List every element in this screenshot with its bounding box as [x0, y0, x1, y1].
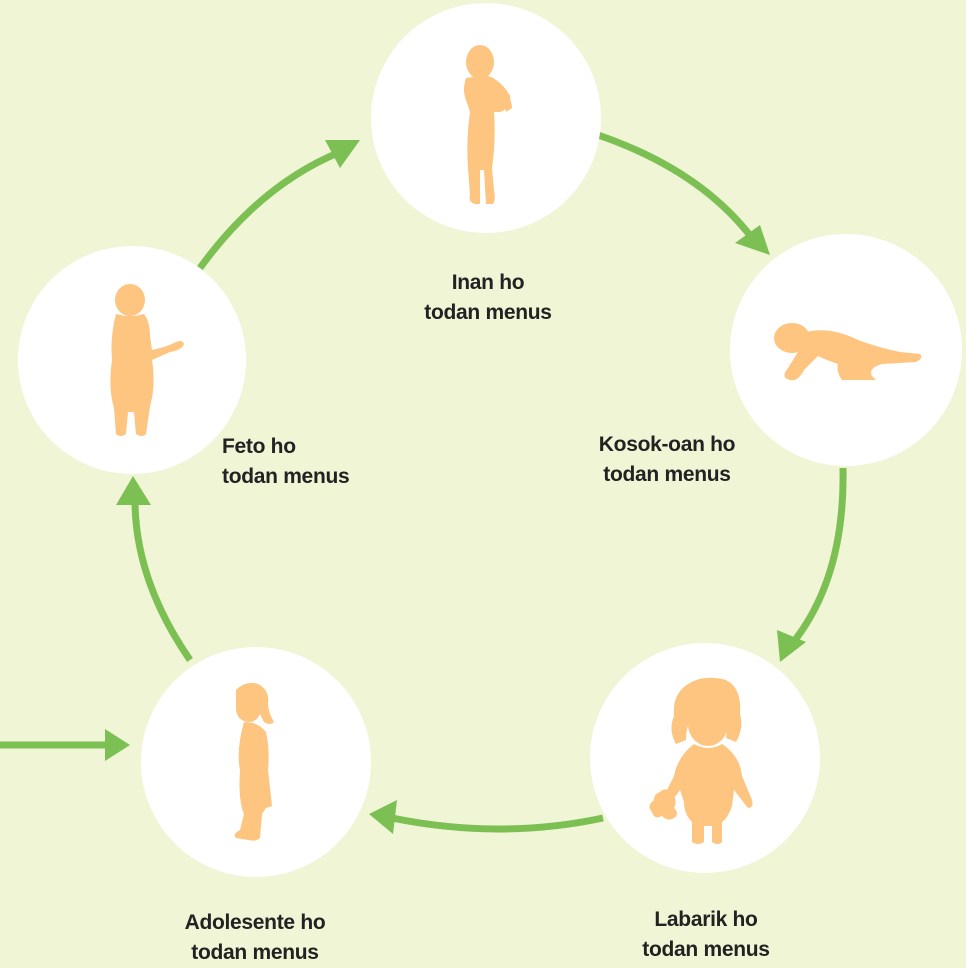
- arrow-adolescent-to-fetus: [131, 499, 193, 662]
- label-fetus-line2: todan menus: [222, 465, 350, 488]
- crawling-baby-icon: [774, 323, 922, 381]
- label-baby-line2: todan menus: [603, 463, 731, 486]
- label-child: Labarik ho todan menus: [606, 905, 806, 965]
- arrow-child-to-adolescent: [391, 814, 604, 833]
- label-adolescent: Adolesente ho todan menus: [155, 908, 355, 968]
- arrowhead-adolescent-to-fetus: [116, 476, 151, 505]
- label-mother: Inan ho todan menus: [388, 268, 588, 328]
- label-adolescent-line2: todan menus: [191, 941, 319, 964]
- arrowhead-mother-to-baby: [735, 225, 770, 255]
- label-fetus-line1: Feto ho: [222, 435, 296, 458]
- cycle-arrows: [0, 131, 847, 834]
- arrow-fetus-to-mother: [197, 148, 342, 271]
- adolescent-girl-icon: [234, 682, 274, 841]
- label-fetus: Feto ho todan menus: [222, 432, 402, 492]
- arrow-mother-to-baby: [596, 131, 755, 241]
- label-child-line1: Labarik ho: [654, 908, 758, 931]
- label-mother-line2: todan menus: [424, 301, 552, 324]
- child-with-toy-icon: [649, 677, 753, 844]
- label-baby: Kosok-oan ho todan menus: [562, 430, 772, 490]
- arrow-baby-to-child: [792, 467, 847, 643]
- label-adolescent-line1: Adolesente ho: [184, 911, 326, 934]
- label-mother-line1: Inan ho: [451, 271, 525, 294]
- standing-woman-icon: [464, 45, 512, 204]
- label-child-line2: todan menus: [642, 938, 770, 961]
- label-baby-line1: Kosok-oan ho: [598, 433, 736, 456]
- arrowhead-baby-to-child: [777, 630, 806, 662]
- arrowhead-child-to-adolescent: [369, 800, 397, 834]
- young-woman-icon: [110, 284, 184, 436]
- arrowhead-fetus-to-mother: [325, 140, 360, 168]
- arrowhead-entry: [105, 729, 130, 761]
